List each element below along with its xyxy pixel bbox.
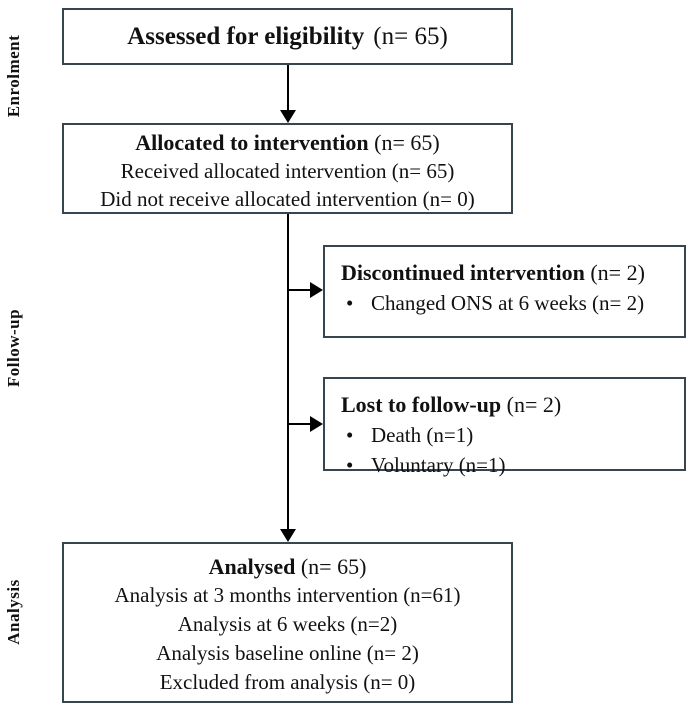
flow-box-analysed: Analysed (n= 65) Analysis at 3 months in…	[62, 542, 513, 703]
flow-box-allocated: Allocated to intervention (n= 65) Receiv…	[62, 123, 513, 214]
lost-bullet: • Voluntary (n=1)	[341, 450, 676, 480]
flow-box-assessed: Assessed for eligibility (n= 65)	[62, 8, 513, 65]
discontinued-bullet-text: Changed ONS at 6 weeks (n= 2)	[371, 291, 645, 315]
lost-heading: Lost to follow-up (n= 2)	[341, 390, 676, 420]
allocated-heading: Allocated to intervention (n= 65)	[64, 129, 511, 157]
lost-bullet: • Death (n=1)	[341, 420, 676, 450]
assessed-title: Assessed for eligibility	[127, 22, 365, 50]
arrow-right-icon	[310, 282, 323, 298]
connector-allocated-to-analysed	[287, 214, 289, 530]
analysed-count: (n= 65)	[300, 554, 367, 579]
connector-to-discontinued	[289, 289, 311, 291]
bullet-icon: •	[346, 291, 354, 315]
stage-label-follow-up: Follow-up	[4, 308, 23, 388]
discontinued-title: Discontinued intervention	[341, 260, 585, 285]
bullet-icon: •	[346, 423, 354, 447]
flow-box-lost-to-follow-up: Lost to follow-up (n= 2) • Death (n=1) •…	[323, 377, 686, 477]
analysed-line: Analysis at 3 months intervention (n=61)	[114, 583, 461, 607]
allocated-title: Allocated to intervention	[135, 130, 369, 155]
arrow-down-icon	[280, 529, 296, 542]
discontinued-bullet: • Changed ONS at 6 weeks (n= 2)	[341, 288, 676, 318]
connector-assessed-to-allocated	[287, 65, 289, 111]
analysed-title: Analysed	[208, 554, 296, 579]
analysed-heading: Analysed (n= 65)	[64, 552, 511, 581]
flow-box-discontinued: Discontinued intervention (n= 2) • Chang…	[323, 245, 686, 338]
lost-title: Lost to follow-up	[341, 392, 502, 417]
allocated-line: Received allocated intervention (n= 65)	[120, 159, 455, 183]
assessed-count: (n= 65)	[373, 22, 448, 50]
lost-bullet-text: Voluntary (n=1)	[371, 453, 506, 477]
bullet-icon: •	[346, 453, 354, 477]
stage-label-analysis: Analysis	[4, 579, 23, 645]
arrow-down-icon	[280, 110, 296, 123]
discontinued-count: (n= 2)	[590, 260, 645, 285]
discontinued-heading: Discontinued intervention (n= 2)	[341, 258, 676, 288]
arrow-right-icon	[310, 416, 323, 432]
lost-bullet-text: Death (n=1)	[371, 423, 474, 447]
analysed-line: Analysis baseline online (n= 2)	[156, 641, 419, 665]
stage-label-enrolment: Enrolment	[4, 34, 23, 118]
lost-count: (n= 2)	[506, 392, 562, 417]
allocated-count: (n= 65)	[374, 130, 440, 155]
analysed-line: Excluded from analysis (n= 0)	[159, 670, 416, 694]
allocated-line: Did not receive allocated intervention (…	[100, 187, 475, 211]
analysed-line: Analysis at 6 weeks (n=2)	[177, 612, 398, 636]
connector-to-lost	[289, 423, 311, 425]
